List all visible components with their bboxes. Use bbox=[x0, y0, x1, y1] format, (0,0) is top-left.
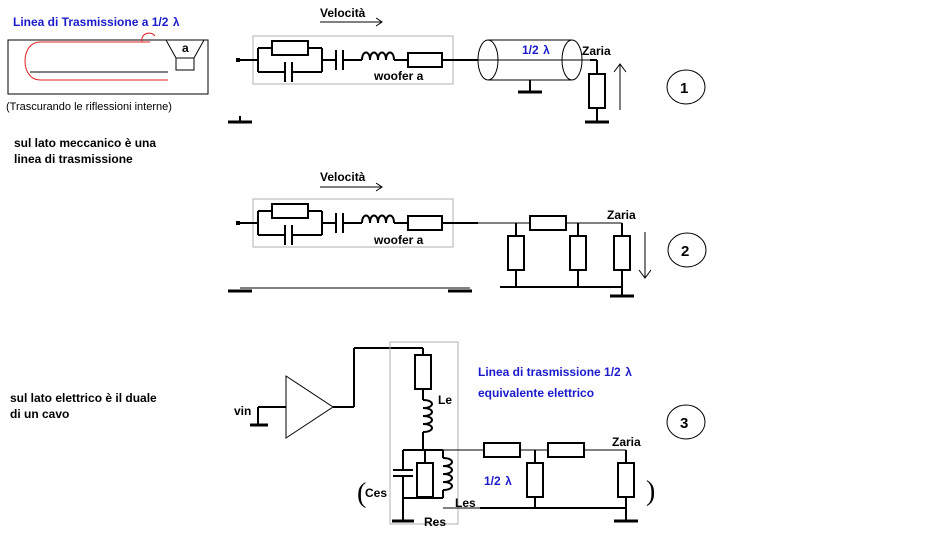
circle-2-label: 2 bbox=[681, 243, 689, 260]
driver-box bbox=[389, 341, 459, 525]
cable-label: 1/2 λ bbox=[522, 41, 550, 58]
circuit-3: vin Le Ces ( Les Res bbox=[234, 341, 706, 529]
zaria-label-1: Zaria bbox=[582, 44, 611, 58]
les-inductor bbox=[442, 457, 453, 491]
zaria-resistor-1 bbox=[588, 73, 606, 109]
shunt-resistor-2a bbox=[507, 235, 525, 271]
resistor-1a bbox=[271, 40, 309, 56]
elec-text-1: sul lato elettrico è il duale bbox=[10, 391, 157, 405]
series-resistor-2 bbox=[529, 215, 567, 231]
resistor-2a bbox=[271, 203, 309, 219]
inductor-1 bbox=[361, 51, 395, 61]
zaria-label-2: Zaria bbox=[607, 208, 636, 222]
elec-text-2: di un cavo bbox=[10, 407, 69, 421]
res-resistor bbox=[416, 462, 434, 498]
enclosure-title: Linea di Trasmissione a 1/2 λ bbox=[13, 13, 180, 30]
circuit-1: Velocità woofer a 1/2 λ Zaria bbox=[228, 6, 706, 124]
woofer-label-2: woofer a bbox=[373, 233, 424, 247]
enclosure-box bbox=[7, 39, 209, 95]
circuit-2: Velocità woofer a Zaria bbox=[228, 170, 707, 298]
mech-text-1: sul lato meccanico è una bbox=[14, 136, 156, 150]
circle-3-label: 3 bbox=[680, 415, 688, 432]
right-paren: ) bbox=[646, 476, 655, 507]
le-inductor bbox=[422, 399, 433, 433]
circle-3 bbox=[666, 404, 706, 440]
inductor-2 bbox=[361, 214, 395, 224]
enclosure-sketch: Linea di Trasmissione a 1/2 λ a (Trascur… bbox=[6, 13, 209, 113]
zaria-resistor-2 bbox=[613, 235, 631, 271]
left-paren: ( bbox=[357, 478, 366, 509]
tl-title-1: Linea di trasmissione 1/2 λ bbox=[478, 363, 632, 380]
resistor-2b bbox=[407, 215, 443, 231]
series-resistor-3a bbox=[483, 442, 521, 458]
red-arrow-head bbox=[141, 32, 156, 43]
re-resistor bbox=[414, 354, 432, 390]
ces-label: Ces bbox=[365, 486, 387, 500]
res-label: Res bbox=[424, 515, 446, 529]
circle-1-label: 1 bbox=[680, 80, 688, 97]
circle-1 bbox=[666, 69, 706, 105]
circle-2 bbox=[667, 232, 707, 268]
velocity-label-1: Velocità bbox=[320, 6, 366, 20]
tl-title-2: equivalente elettrico bbox=[478, 386, 594, 400]
shunt-resistor-2b bbox=[569, 235, 587, 271]
series-resistor-3b bbox=[547, 442, 585, 458]
zaria-resistor-3 bbox=[617, 462, 635, 498]
velocity-label-2: Velocità bbox=[320, 170, 366, 184]
le-label: Le bbox=[438, 393, 452, 407]
woofer-label-1: woofer a bbox=[373, 69, 424, 83]
speaker-magnet bbox=[175, 57, 195, 71]
zaria-label-3: Zaria bbox=[612, 435, 641, 449]
half-lambda-label: 1/2 λ bbox=[484, 472, 512, 489]
shunt-resistor-3 bbox=[526, 462, 544, 498]
vin-label: vin bbox=[234, 404, 251, 418]
les-label: Les bbox=[455, 496, 476, 510]
red-path-line bbox=[24, 41, 168, 81]
reflections-note: (Trascurando le riflessioni interne) bbox=[6, 101, 172, 113]
amplifier-triangle bbox=[285, 375, 334, 439]
resistor-1b bbox=[407, 52, 443, 68]
speaker-letter: a bbox=[182, 41, 189, 55]
mech-text-2: linea di trasmissione bbox=[14, 152, 133, 166]
